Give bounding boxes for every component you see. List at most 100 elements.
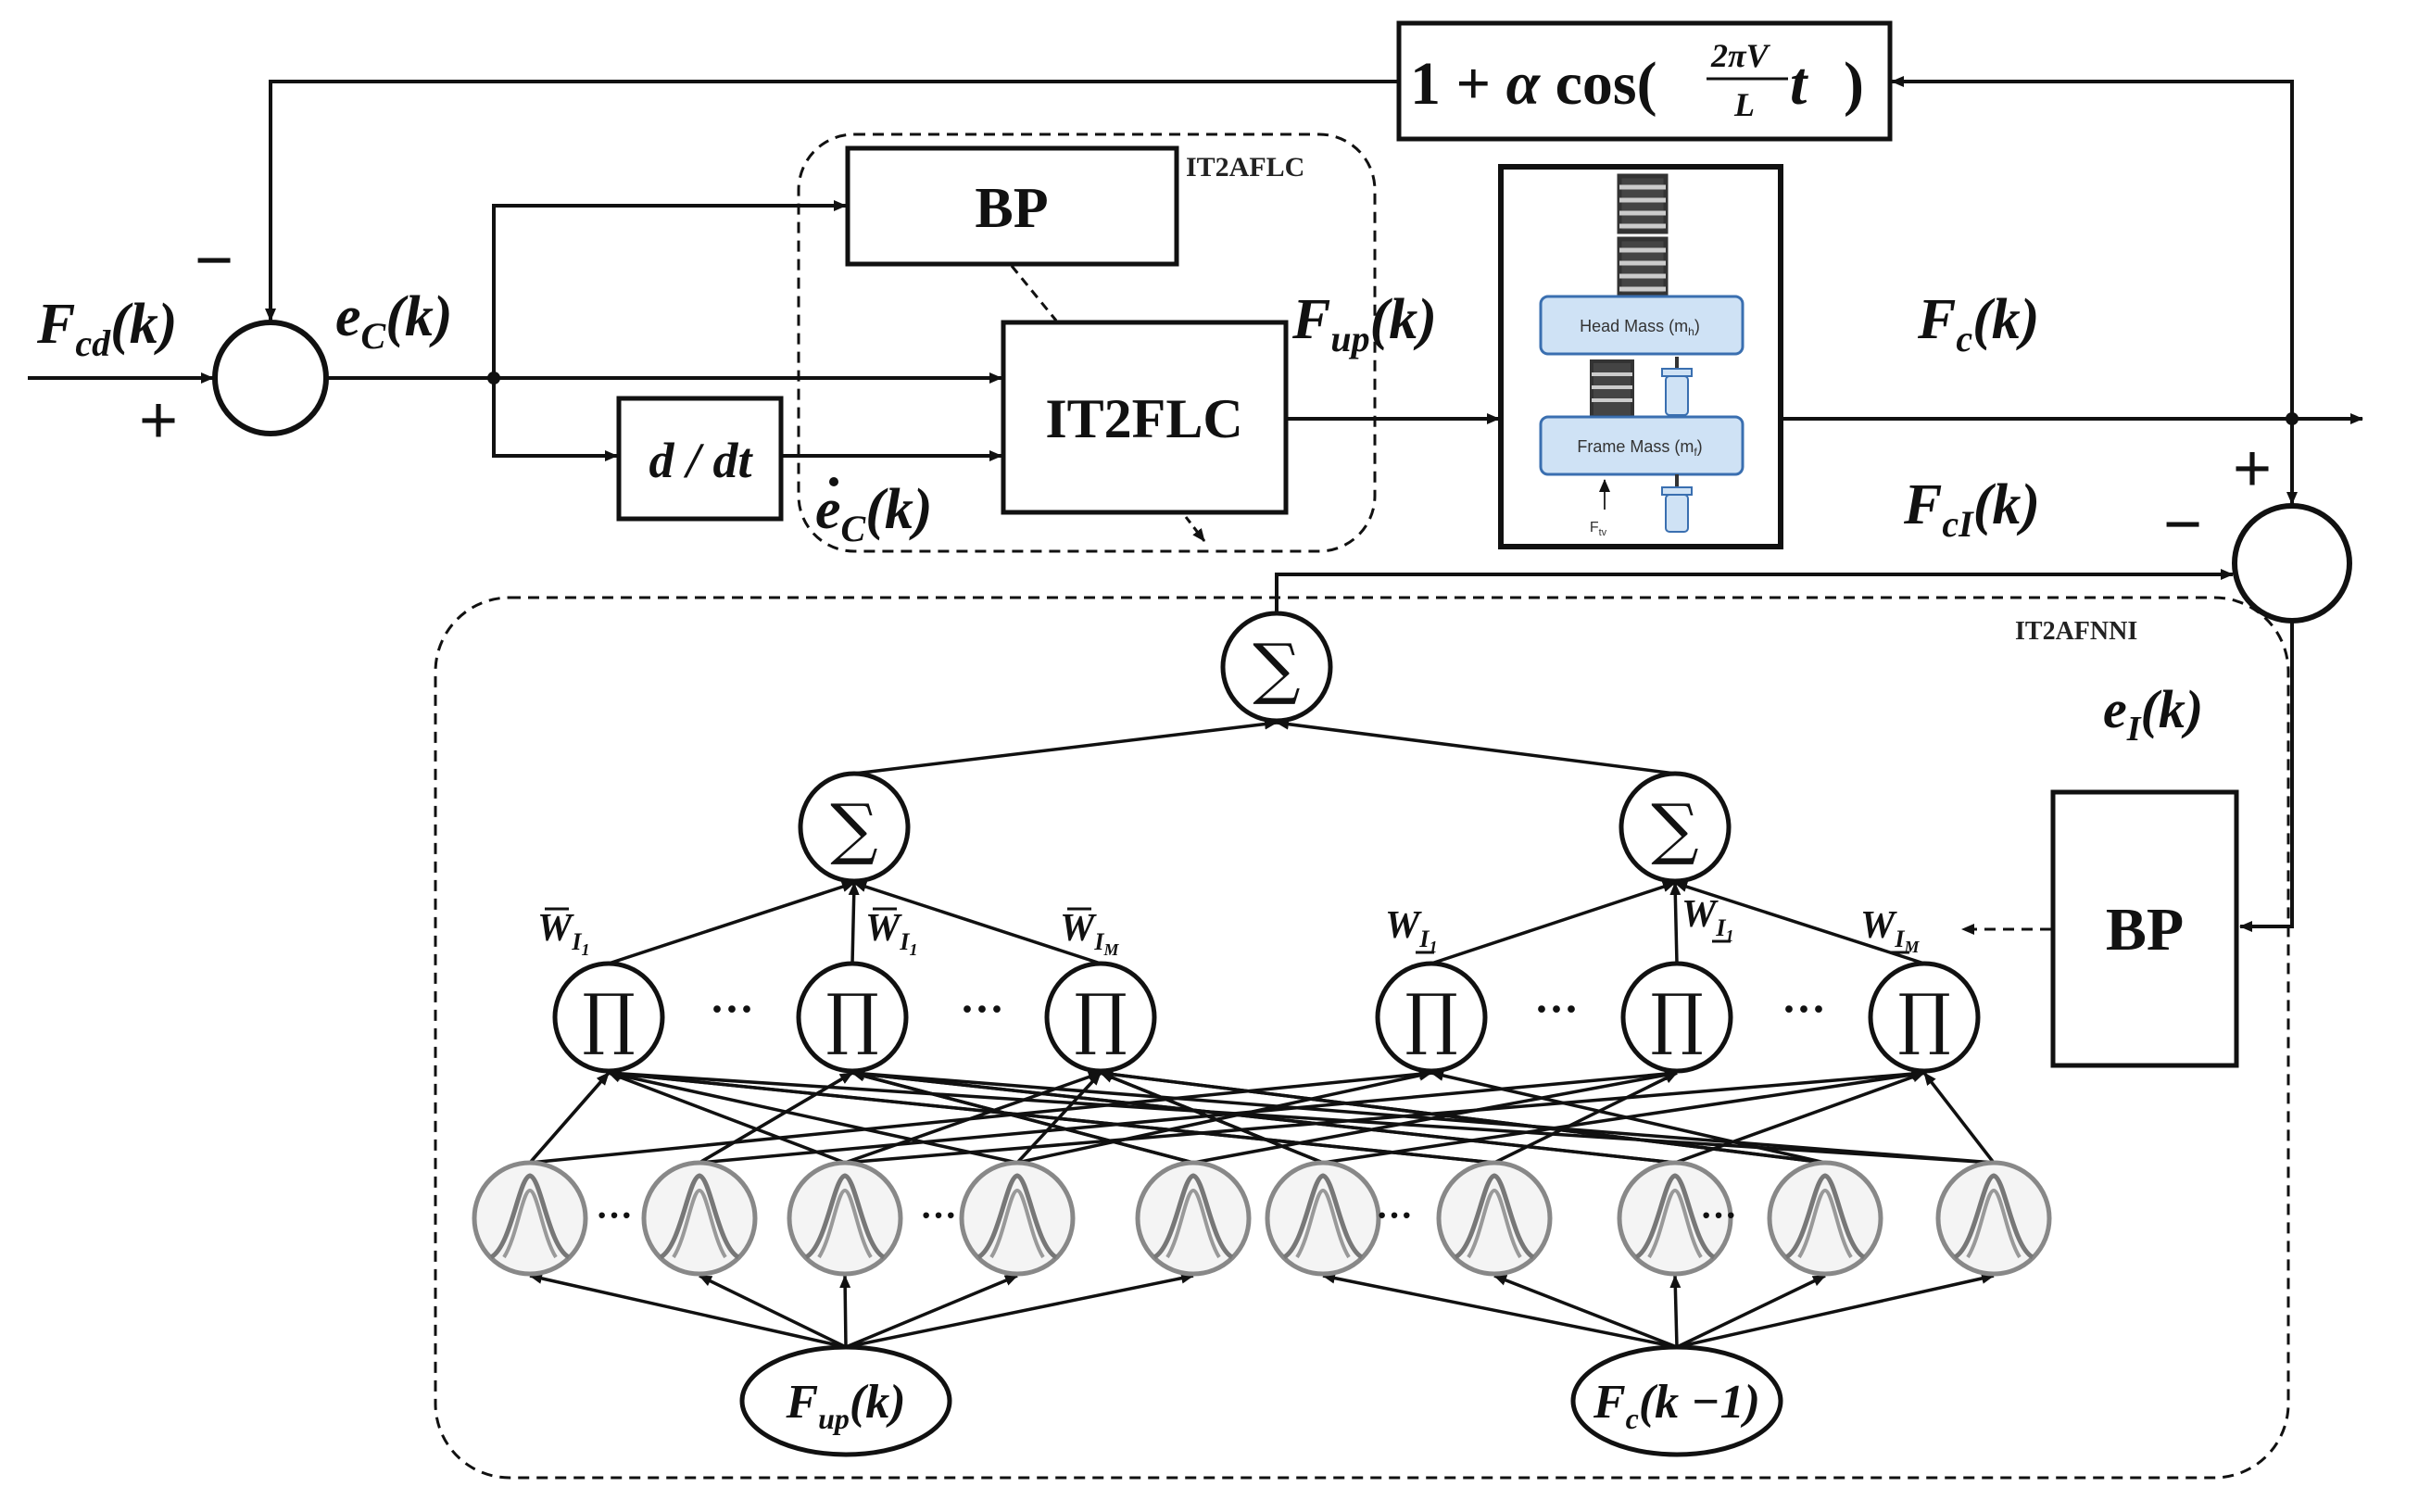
network-connections bbox=[528, 718, 1996, 1349]
svg-text:WI1: WI1 bbox=[537, 907, 589, 959]
product-node-4: ∏ bbox=[1375, 961, 1488, 1074]
summing-junction-2 bbox=[2232, 503, 2352, 624]
svg-text:∏: ∏ bbox=[1404, 979, 1457, 1057]
svg-text:∏: ∏ bbox=[1897, 979, 1950, 1057]
svg-text:Fc(k −1): Fc(k −1) bbox=[1593, 1376, 1760, 1435]
ec-label: eC(k) bbox=[335, 285, 453, 357]
svg-text:BP: BP bbox=[2106, 896, 2184, 964]
sum1-plus-sign: + bbox=[139, 384, 178, 458]
membership-function-node-9 bbox=[1767, 1160, 1883, 1277]
svg-text:∑: ∑ bbox=[830, 789, 877, 867]
ellipsis: ··· bbox=[960, 985, 1004, 1034]
product-node-2: ∏ bbox=[796, 961, 909, 1074]
it2flc-block: IT2FLC bbox=[1001, 320, 1289, 515]
fcd-label: Fcd(k) bbox=[36, 293, 177, 364]
svg-text:WI1: WI1 bbox=[1385, 904, 1437, 956]
it2aflc-group bbox=[797, 132, 1377, 553]
svg-text:Fup(k): Fup(k) bbox=[785, 1376, 905, 1435]
svg-text:∏: ∏ bbox=[825, 979, 878, 1057]
fup-label: Fup(k) bbox=[1291, 288, 1437, 359]
bp-identifier-block: BP bbox=[2050, 789, 2239, 1068]
damper-icon bbox=[1661, 474, 1693, 533]
sum2-minus-sign: − bbox=[2163, 487, 2202, 561]
svg-text:∏: ∏ bbox=[1074, 979, 1127, 1057]
membership-function-node-5 bbox=[1135, 1160, 1252, 1277]
membership-function-node-6 bbox=[1265, 1160, 1381, 1277]
spring-icon bbox=[1617, 173, 1669, 297]
ellipsis: ··· bbox=[710, 985, 754, 1034]
ellipsis: ··· bbox=[1534, 985, 1579, 1034]
summing-junction-1 bbox=[212, 320, 329, 436]
sum-node-1: ∑ bbox=[798, 771, 911, 884]
svg-text:d / dt: d / dt bbox=[649, 433, 753, 488]
ellipsis: ··· bbox=[596, 1194, 633, 1236]
weight-label-upper-2: WI1 bbox=[865, 907, 917, 959]
fc1-label: FcI(k) bbox=[1903, 473, 2040, 545]
product-node-5: ∏ bbox=[1620, 961, 1733, 1074]
product-node-1: ∏ bbox=[552, 961, 665, 1074]
weight-labels: WI1 WI1 WIM WI1 WI1 WIM bbox=[537, 893, 1920, 959]
svg-text:1 + α cos(: 1 + α cos( bbox=[1410, 50, 1657, 118]
plant-image: Head Mass (mh) Frame Mass (mf) Ftv bbox=[1498, 164, 1783, 549]
feedback-block: 1 + α cos( 2πV L t ) bbox=[1396, 20, 1893, 142]
it2afnni-label: IT2AFNNI bbox=[2015, 617, 2137, 646]
sum1-minus-sign: − bbox=[195, 223, 233, 297]
damper-icon bbox=[1661, 357, 1693, 416]
membership-function-node-10 bbox=[1935, 1160, 2052, 1277]
ec-dot-label: eC(k) bbox=[815, 477, 933, 549]
adaptation-line bbox=[1184, 516, 1206, 542]
svg-text:Ftv: Ftv bbox=[1590, 520, 1607, 538]
ei-label: eI(k) bbox=[2103, 679, 2203, 749]
weight-label-upper-m: WIM bbox=[1060, 907, 1119, 959]
junction-dot bbox=[2286, 412, 2299, 425]
ellipsis: ··· bbox=[1700, 1194, 1737, 1236]
weight-label-upper-1: WI1 bbox=[537, 907, 589, 959]
junction-dot bbox=[487, 372, 500, 384]
membership-function-node-4 bbox=[959, 1160, 1076, 1277]
frame-mass bbox=[1539, 415, 1745, 476]
svg-text:): ) bbox=[1844, 50, 1864, 118]
svg-text:L: L bbox=[1733, 86, 1755, 123]
weight-label-lower-2: WI1 bbox=[1682, 893, 1733, 945]
weight-label-lower-m: WIM bbox=[1860, 904, 1920, 956]
spring-icon bbox=[1590, 359, 1634, 419]
svg-text:IT2FLC: IT2FLC bbox=[1045, 388, 1242, 449]
svg-text:Head Mass (mh): Head Mass (mh) bbox=[1580, 317, 1700, 338]
membership-function-node-1 bbox=[472, 1160, 588, 1277]
output-sum-node: ∑ bbox=[1220, 611, 1333, 724]
bp-controller-block: BP bbox=[845, 145, 1179, 267]
svg-text:eC(k): eC(k) bbox=[815, 478, 933, 549]
it2aflc-label: IT2AFLC bbox=[1186, 152, 1304, 183]
product-node-6: ∏ bbox=[1868, 961, 1981, 1074]
head-mass bbox=[1539, 295, 1745, 356]
membership-function-node-3 bbox=[787, 1160, 903, 1277]
it2afnni-group bbox=[434, 596, 2290, 1480]
network-nodes: ∑ ∑ ∑ ∏ ∏ ∏ ∏ ∏ ∏ bbox=[472, 611, 2052, 1277]
svg-text:BP: BP bbox=[975, 177, 1048, 240]
weight-label-lower-1: WI1 bbox=[1385, 904, 1437, 956]
svg-text:∏: ∏ bbox=[582, 979, 635, 1057]
sum2-plus-sign: + bbox=[2233, 432, 2272, 506]
svg-text:t: t bbox=[1790, 50, 1808, 118]
signal-wires bbox=[28, 76, 2363, 932]
ellipsis: ··· bbox=[920, 1194, 957, 1236]
svg-text:∑: ∑ bbox=[1651, 789, 1698, 867]
svg-text:Frame Mass (mf): Frame Mass (mf) bbox=[1577, 437, 1702, 459]
svg-text:WI1: WI1 bbox=[865, 907, 917, 959]
svg-text:WI1: WI1 bbox=[1682, 893, 1733, 945]
derivative-block: d / dt bbox=[616, 396, 784, 522]
svg-text:∑: ∑ bbox=[1253, 629, 1300, 707]
svg-text:∏: ∏ bbox=[1650, 979, 1703, 1057]
svg-text:2πV: 2πV bbox=[1710, 37, 1771, 74]
svg-text:WIM: WIM bbox=[1860, 904, 1920, 956]
adaptation-line bbox=[1010, 265, 1058, 321]
membership-function-node-7 bbox=[1436, 1160, 1553, 1277]
sum-node-2: ∑ bbox=[1619, 771, 1732, 884]
membership-function-node-8 bbox=[1617, 1160, 1733, 1277]
input-node-fc-prev: Fc(k −1) bbox=[1570, 1344, 1783, 1457]
ellipsis: ··· bbox=[1782, 985, 1826, 1034]
membership-function-node-2 bbox=[641, 1160, 758, 1277]
svg-text:WIM: WIM bbox=[1060, 907, 1119, 959]
input-node-fup: Fup(k) bbox=[739, 1344, 952, 1457]
